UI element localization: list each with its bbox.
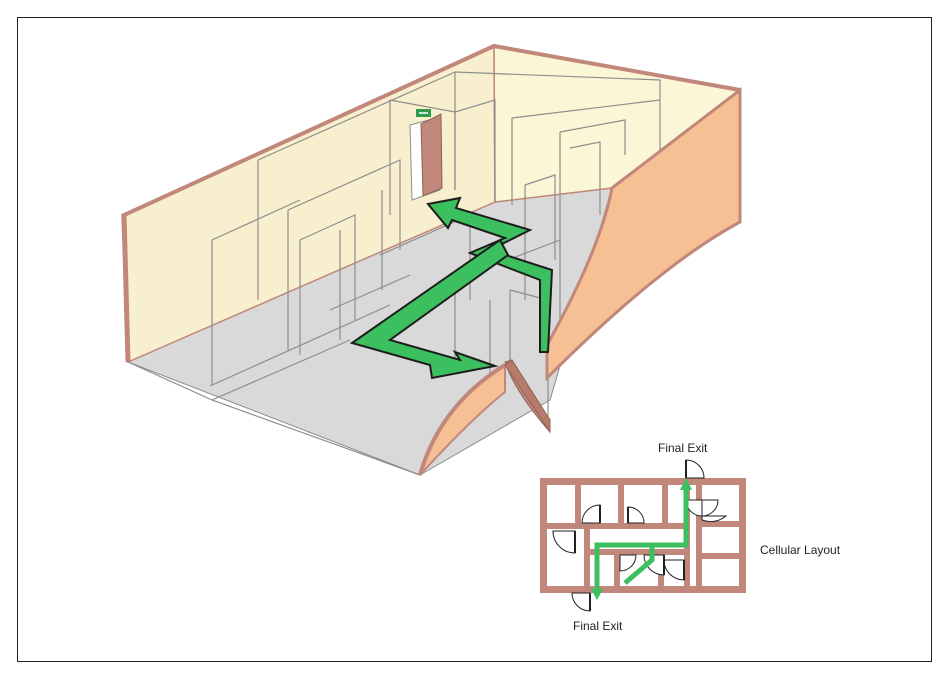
plan-room <box>668 485 684 523</box>
layout-name-label: Cellular Layout <box>760 543 841 557</box>
left-wall-front-edge <box>121 213 131 363</box>
plan-room <box>702 559 739 586</box>
route-arrow-icon <box>591 589 603 600</box>
plan-room <box>690 485 696 586</box>
plan-door-swing <box>701 515 728 523</box>
floor-plan: Final Exit Final Exit Cellular Layout <box>540 441 841 633</box>
plan-door-swing <box>571 592 591 612</box>
plan-door-swing <box>685 459 705 479</box>
front-door-panel <box>504 359 551 434</box>
right-end-wall <box>545 86 742 382</box>
final-exit-top-label: Final Exit <box>658 441 708 455</box>
plan-room <box>547 485 575 523</box>
route-arrow-icon <box>680 478 692 490</box>
plan-room <box>702 527 739 553</box>
route-arrow-icon <box>426 196 554 353</box>
plan-escape-route <box>594 487 689 593</box>
final-exit-bottom-label: Final Exit <box>573 619 623 633</box>
plan-door-leaves <box>574 460 687 611</box>
route-arrow-icon <box>349 238 510 380</box>
plan-room <box>590 555 614 586</box>
plan-door-swing <box>619 554 637 572</box>
left-wall-top-edge <box>121 43 741 218</box>
building-cutaway <box>121 43 742 476</box>
diagram-frame <box>17 17 932 662</box>
back-door-leaf[interactable] <box>420 113 443 197</box>
front-end-wall-edge <box>418 363 507 476</box>
